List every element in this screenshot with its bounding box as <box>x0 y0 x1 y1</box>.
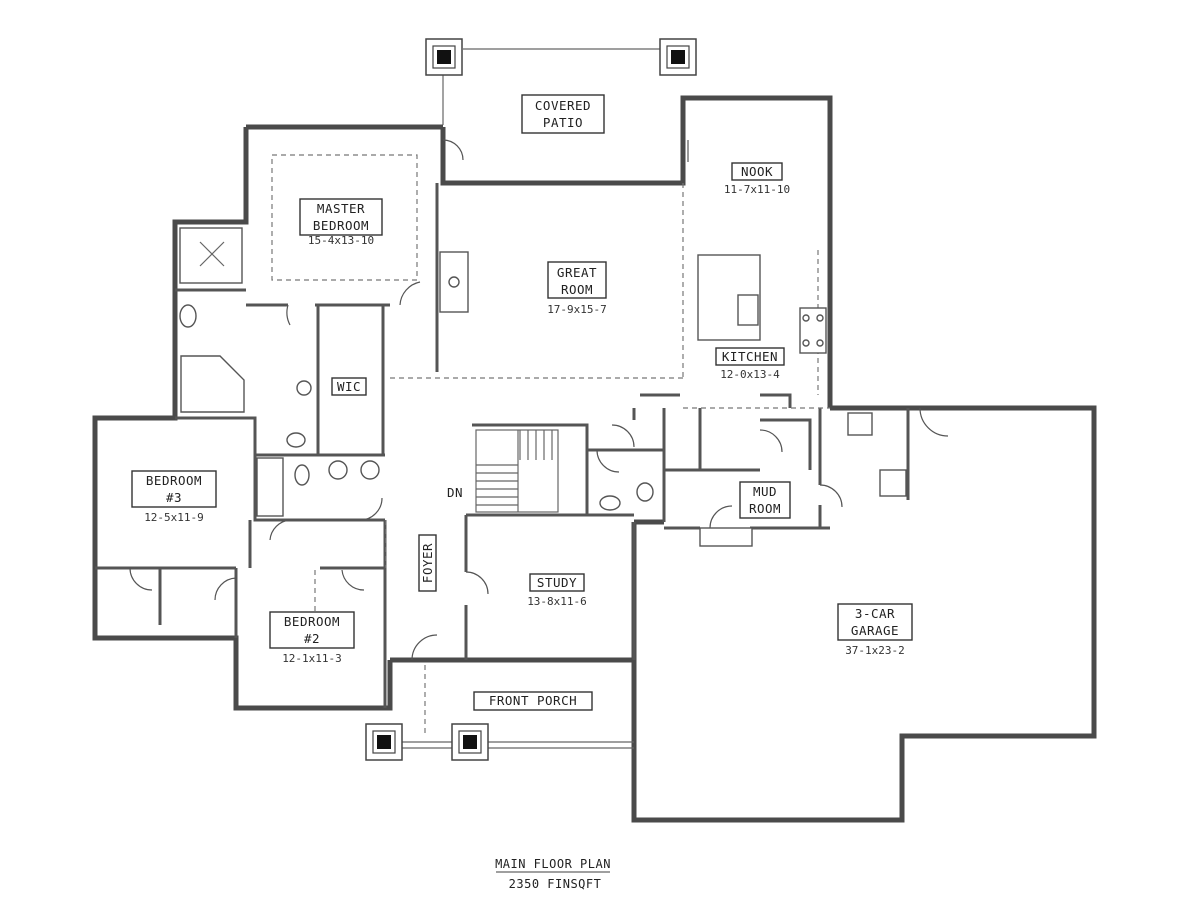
svg-text:PATIO: PATIO <box>543 115 583 130</box>
svg-text:15-4x13-10: 15-4x13-10 <box>308 234 374 247</box>
svg-text:FOYER: FOYER <box>420 543 435 583</box>
front-porch-structure <box>365 723 634 761</box>
svg-text:3-CAR: 3-CAR <box>855 606 895 621</box>
staircase <box>475 429 559 513</box>
room-label-nook: NOOK 11-7x11-10 <box>724 162 790 196</box>
patio-structure <box>425 38 697 125</box>
doors <box>129 139 949 661</box>
svg-text:12-1x11-3: 12-1x11-3 <box>282 652 342 665</box>
svg-text:13-8x11-6: 13-8x11-6 <box>527 595 587 608</box>
patio-post-left <box>425 38 463 76</box>
plan-title-block: MAIN FLOOR PLAN 2350 FINSQFT <box>495 857 611 891</box>
svg-text:MASTER: MASTER <box>317 201 365 216</box>
room-label-wic: WIC <box>331 377 367 396</box>
svg-text:ROOM: ROOM <box>749 501 781 516</box>
svg-text:BEDROOM: BEDROOM <box>313 218 369 233</box>
room-label-mud-room: MUD ROOM <box>739 481 791 519</box>
svg-text:WIC: WIC <box>337 379 361 394</box>
svg-text:#2: #2 <box>304 631 320 646</box>
svg-text:37-1x23-2: 37-1x23-2 <box>845 644 905 657</box>
room-label-foyer: FOYER <box>418 534 437 592</box>
porch-post-left <box>365 723 403 761</box>
svg-text:NOOK: NOOK <box>741 164 773 179</box>
svg-text:FRONT PORCH: FRONT PORCH <box>489 693 577 708</box>
stair-down-label: DN <box>447 485 463 500</box>
svg-text:ROOM: ROOM <box>561 282 593 297</box>
room-label-garage: 3-CAR GARAGE 37-1x23-2 <box>837 603 913 657</box>
svg-text:BEDROOM: BEDROOM <box>146 473 202 488</box>
plan-title: MAIN FLOOR PLAN <box>495 857 611 871</box>
svg-text:11-7x11-10: 11-7x11-10 <box>724 183 790 196</box>
room-label-front-porch: FRONT PORCH <box>473 691 593 711</box>
room-label-bedroom-2: BEDROOM #2 12-1x11-3 <box>269 611 355 665</box>
room-label-great-room: GREAT ROOM 17-9x15-7 <box>547 261 607 316</box>
room-label-bedroom-3: BEDROOM #3 12-5x11-9 <box>131 470 217 524</box>
svg-text:17-9x15-7: 17-9x15-7 <box>547 303 607 316</box>
porch-post-right <box>451 723 489 761</box>
svg-text:MUD: MUD <box>753 484 777 499</box>
plan-area: 2350 FINSQFT <box>509 877 602 891</box>
room-label-kitchen: KITCHEN 12-0x13-4 <box>715 347 785 381</box>
room-label-study: STUDY 13-8x11-6 <box>527 573 587 608</box>
svg-text:#3: #3 <box>166 490 182 505</box>
svg-text:KITCHEN: KITCHEN <box>722 349 778 364</box>
patio-post-right <box>659 38 697 76</box>
exterior-walls <box>92 95 1097 823</box>
svg-text:GARAGE: GARAGE <box>851 623 899 638</box>
room-label-covered-patio: COVERED PATIO <box>521 94 605 134</box>
interior-walls <box>95 183 910 708</box>
svg-text:STUDY: STUDY <box>537 575 577 590</box>
svg-text:12-5x11-9: 12-5x11-9 <box>144 511 204 524</box>
fixtures <box>179 227 907 547</box>
svg-text:COVERED: COVERED <box>535 98 591 113</box>
svg-text:GREAT: GREAT <box>557 265 597 280</box>
svg-text:BEDROOM: BEDROOM <box>284 614 340 629</box>
room-label-master-bedroom: MASTER BEDROOM 15-4x13-10 <box>299 198 383 247</box>
svg-text:12-0x13-4: 12-0x13-4 <box>720 368 780 381</box>
